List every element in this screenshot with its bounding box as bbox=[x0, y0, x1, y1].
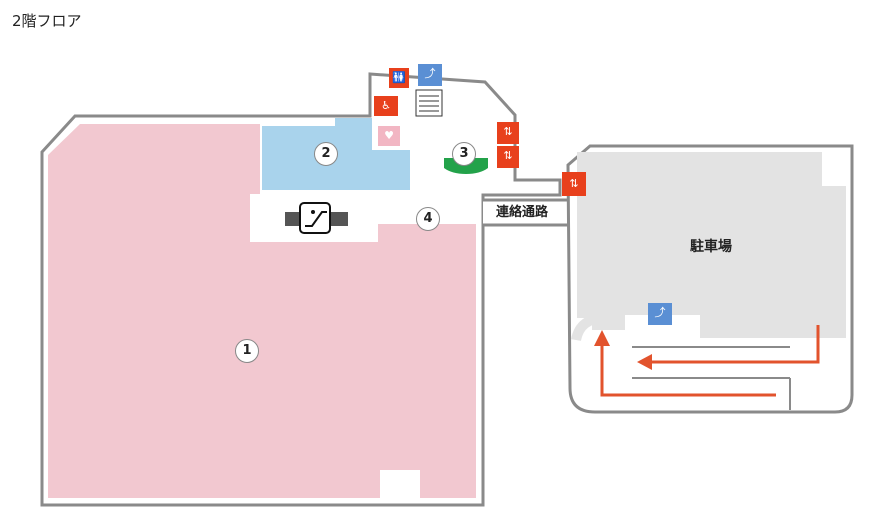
corridor-label: 連絡通路 bbox=[496, 205, 549, 220]
elevator-icon-2: ⇅ bbox=[497, 146, 519, 168]
escalator-icon bbox=[285, 202, 348, 234]
area-1-number: 1 bbox=[235, 339, 259, 363]
elevator-icon-parking: ⇅ bbox=[562, 172, 586, 196]
flow-arrow-bottom bbox=[600, 345, 776, 397]
area-2-number: 2 bbox=[314, 142, 338, 166]
stairs-block bbox=[415, 89, 443, 117]
nursing-room-icon: ♥ bbox=[378, 126, 400, 146]
stairs-icon-parking: ⤴ bbox=[648, 303, 672, 325]
floor-title: 2階フロア bbox=[12, 12, 82, 30]
flow-arrow-right bbox=[650, 325, 820, 364]
flow-arrow-head-left bbox=[637, 354, 652, 370]
parking-area bbox=[577, 152, 846, 338]
area-1 bbox=[48, 124, 476, 498]
accessible-restroom-icon: ♿ bbox=[374, 96, 398, 116]
area-1-notch bbox=[215, 118, 260, 124]
area-4 bbox=[378, 224, 476, 240]
area-3-number: 3 bbox=[452, 142, 476, 166]
area-4-number: 4 bbox=[416, 207, 440, 231]
parking-label: 駐車場 bbox=[690, 239, 732, 255]
flow-arrow-head-up bbox=[594, 330, 610, 346]
elevator-icon: ⇅ bbox=[497, 122, 519, 144]
parking-ramp-curve bbox=[571, 313, 606, 342]
restroom-icon: 🚻 bbox=[389, 68, 409, 88]
stairs-icon: ⤴ bbox=[418, 64, 442, 86]
